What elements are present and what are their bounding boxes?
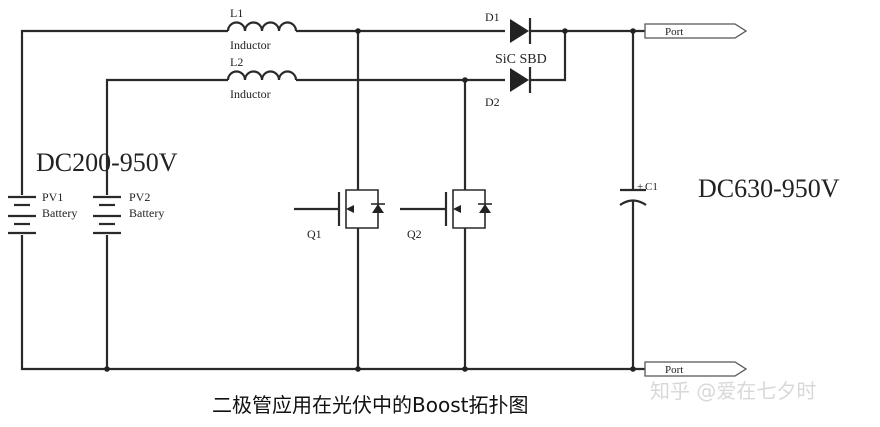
output-voltage-label: DC630-950V [698, 174, 840, 203]
diode-d2: D2 [485, 67, 532, 109]
l2-type-label: Inductor [230, 87, 271, 101]
diode-type-label: SiC SBD [495, 52, 547, 67]
pv2-ref-label: PV2 [129, 190, 150, 204]
watermark: 知乎 @爱在七夕时 [650, 379, 816, 403]
diagram-caption: 二极管应用在光伏中的Boost拓扑图 [212, 393, 528, 417]
pv2-type-label: Battery [129, 206, 164, 220]
input-voltage-label: DC200-950V [36, 148, 178, 177]
second-rail-wire [105, 31, 567, 195]
port-bottom: Port [644, 361, 748, 377]
l1-ref-label: L1 [230, 6, 243, 20]
d2-ref-label: D2 [485, 95, 500, 109]
l1-type-label: Inductor [230, 38, 271, 52]
mosfet-q2: Q2 [400, 80, 492, 369]
battery-pv2: PV2 Battery [93, 190, 164, 235]
battery-pv1: PV1 Battery [8, 190, 77, 235]
q1-ref-label: Q1 [307, 227, 322, 241]
port-bottom-label: Port [665, 364, 683, 376]
q2-ref-label: Q2 [407, 227, 422, 241]
capacitor-c1: + C1 [619, 31, 658, 369]
c1-ref-label: C1 [645, 181, 658, 193]
port-top: Port [644, 23, 748, 39]
d1-ref-label: D1 [485, 10, 500, 24]
port-top-label: Port [665, 26, 683, 38]
l2-ref-label: L2 [230, 55, 243, 69]
pv1-type-label: Battery [42, 206, 77, 220]
junction-dots [104, 28, 636, 372]
c1-polarity-label: + [637, 181, 643, 193]
bottom-rail-wire [20, 235, 645, 371]
inductor-l2: L2 Inductor [226, 55, 298, 101]
diode-d1: D1 [485, 10, 532, 44]
mosfet-q1: Q1 [294, 31, 385, 369]
pv1-ref-label: PV1 [42, 190, 63, 204]
inductor-l1: L1 Inductor [226, 6, 298, 52]
top-rail-wire [20, 29, 645, 195]
